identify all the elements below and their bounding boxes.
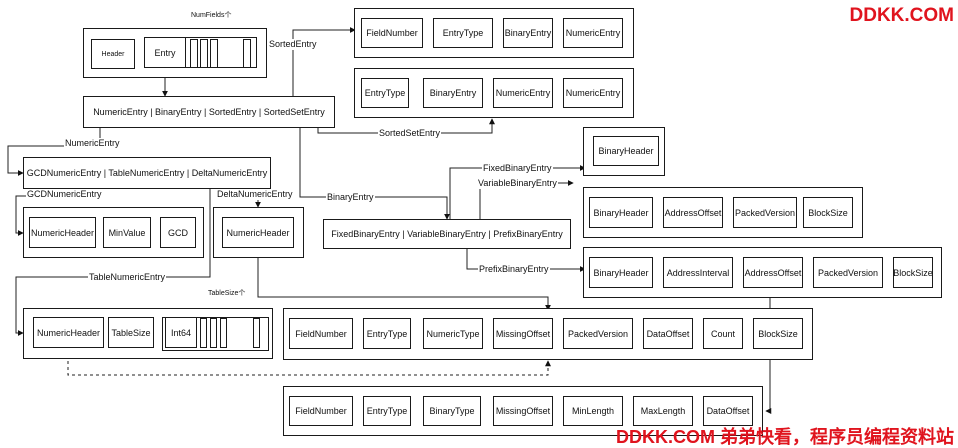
int64-bar: [253, 318, 260, 348]
entry-bar: [243, 39, 251, 68]
binary-header-cell: DataOffset: [703, 396, 753, 426]
edge-delta-header: [257, 248, 551, 311]
sorted-entry-cell: BinaryEntry: [503, 18, 553, 48]
sortedset-entry-label: SortedSetEntry: [378, 128, 442, 139]
binary-union-box: FixedBinaryEntry | VariableBinaryEntry |…: [323, 219, 571, 249]
sortedset-entry-cell: NumericEntry: [563, 78, 623, 108]
int64-bar: [220, 318, 227, 348]
binary-header-cell: MissingOffset: [493, 396, 553, 426]
header-cell: Header: [91, 39, 135, 69]
numeric-header-cell: PackedVersion: [563, 318, 633, 349]
entry-bar: [200, 39, 208, 68]
prefix-binary-cell: AddressInterval: [663, 257, 733, 288]
sortedset-entry-cell: EntryType: [361, 78, 409, 108]
gcd-entry-label: GCDNumericEntry: [26, 189, 103, 200]
fixed-binary-cell: BinaryHeader: [593, 136, 659, 166]
prefix-binary-cell: BinaryHeader: [589, 257, 653, 288]
prefix-binary-cell: AddressOffset: [743, 257, 803, 288]
delta-cell: NumericHeader: [222, 217, 294, 248]
table-entry-label: TableNumericEntry: [88, 272, 167, 283]
numeric-header-cell: FieldNumber: [289, 318, 353, 349]
binary-header-cell: EntryType: [363, 396, 411, 426]
prefix-binary-cell: BlockSize: [893, 257, 933, 288]
binary-header-cell: MaxLength: [633, 396, 693, 426]
sorted-entry-cell: EntryType: [433, 18, 493, 48]
sorted-entry-cell: FieldNumber: [361, 18, 423, 48]
binary-header-cell: MinLength: [563, 396, 623, 426]
gcd-cell: NumericHeader: [29, 217, 96, 248]
binary-entry-label: BinaryEntry: [326, 192, 375, 203]
numeric-header-cell: DataOffset: [643, 318, 693, 349]
entry-bar: [190, 39, 198, 68]
variable-binary-cell: BlockSize: [803, 197, 853, 228]
binary-header-cell: BinaryType: [423, 396, 481, 426]
fixed-binary-label: FixedBinaryEntry: [482, 163, 553, 174]
binary-header-cell: FieldNumber: [289, 396, 353, 426]
numeric-header-cell: NumericType: [423, 318, 483, 349]
variable-binary-cell: AddressOffset: [663, 197, 723, 228]
int64-bar: [200, 318, 207, 348]
edge-table-entry: [15, 189, 211, 336]
variable-binary-cell: PackedVersion: [733, 197, 797, 228]
variable-binary-label: VariableBinaryEntry: [477, 178, 558, 189]
edge-sorted-entry: [292, 27, 356, 96]
sorted-entry-label: SortedEntry: [268, 39, 318, 50]
sortedset-entry-cell: NumericEntry: [493, 78, 553, 108]
entry-bar: [210, 39, 218, 68]
edge-fixed-binary: [449, 165, 586, 219]
numeric-header-cell: EntryType: [363, 318, 411, 349]
tablesize-label: TableSize个: [207, 288, 247, 299]
table-cell: Int64: [165, 317, 197, 348]
entry-union-box: NumericEntry | BinaryEntry | SortedEntry…: [83, 96, 335, 128]
table-cell: TableSize: [108, 317, 154, 348]
numeric-header-cell: Count: [703, 318, 743, 349]
numeric-header-cell: MissingOffset: [493, 318, 553, 349]
int64-bar: [210, 318, 217, 348]
numfields-label: NumFields个: [190, 10, 233, 21]
delta-entry-label: DeltaNumericEntry: [216, 189, 294, 200]
edge-binary-entry: [299, 128, 450, 220]
edge-table-header: [67, 349, 551, 376]
watermark-footer: DDKK.COM 弟弟快看，程序员编程资料站: [616, 427, 954, 447]
watermark-logo: DDKK.COM: [849, 5, 955, 26]
gcd-cell: MinValue: [103, 217, 151, 248]
prefix-binary-cell: PackedVersion: [813, 257, 883, 288]
numeric-union-box: GCDNumericEntry | TableNumericEntry | De…: [23, 157, 271, 189]
prefix-binary-label: PrefixBinaryEntry: [478, 264, 550, 275]
sortedset-entry-cell: BinaryEntry: [423, 78, 483, 108]
table-cell: NumericHeader: [33, 317, 104, 348]
gcd-cell: GCD: [160, 217, 196, 248]
variable-binary-cell: BinaryHeader: [589, 197, 653, 228]
sorted-entry-cell: NumericEntry: [563, 18, 623, 48]
int64-frame: [162, 317, 269, 351]
numeric-entry-label: NumericEntry: [64, 138, 121, 149]
numeric-header-cell: BlockSize: [753, 318, 803, 349]
